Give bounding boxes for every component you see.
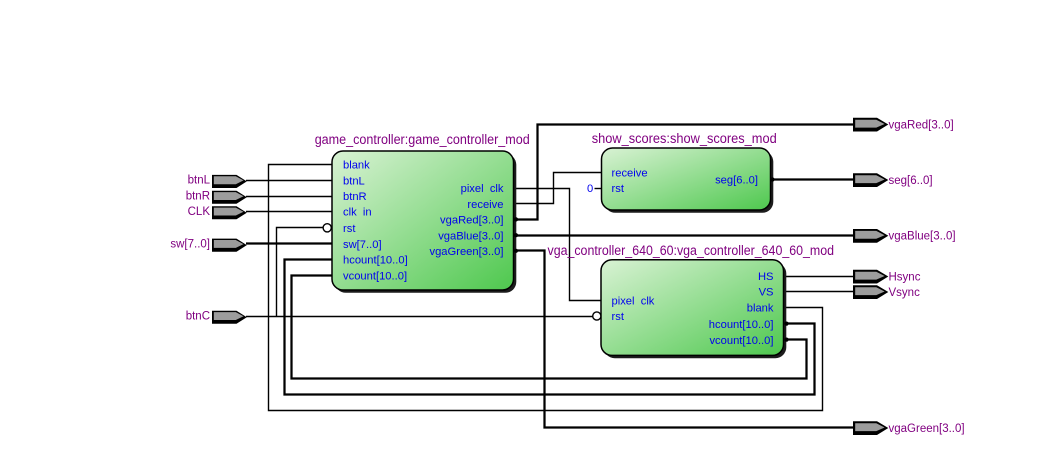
svg-text:btnL: btnL xyxy=(188,175,211,187)
svg-text:rst: rst xyxy=(343,223,356,235)
svg-text:vga_controller_640_60:vga_cont: vga_controller_640_60:vga_controller_640… xyxy=(548,243,835,258)
svg-text:btnR: btnR xyxy=(186,190,210,202)
svg-text:sw[7..0]: sw[7..0] xyxy=(343,239,382,251)
svg-text:clk in: clk in xyxy=(343,207,372,219)
svg-text:hcount[10..0]: hcount[10..0] xyxy=(343,255,408,267)
svg-text:0: 0 xyxy=(587,183,593,195)
svg-text:seg[6..0]: seg[6..0] xyxy=(889,175,933,187)
svg-text:vgaBlue[3..0]: vgaBlue[3..0] xyxy=(438,230,503,242)
svg-text:CLK: CLK xyxy=(188,206,211,218)
svg-text:btnL: btnL xyxy=(343,175,365,187)
svg-text:Hsync: Hsync xyxy=(889,271,921,283)
svg-text:sw[7..0]: sw[7..0] xyxy=(170,238,210,250)
svg-text:vgaGreen[3..0]: vgaGreen[3..0] xyxy=(429,246,503,258)
svg-text:blank: blank xyxy=(747,303,774,315)
svg-text:pixel clk: pixel clk xyxy=(461,183,504,195)
svg-text:vgaRed[3..0]: vgaRed[3..0] xyxy=(440,215,503,227)
svg-text:receive: receive xyxy=(612,168,648,180)
svg-text:game_controller:game_controlle: game_controller:game_controller_mod xyxy=(315,132,530,147)
svg-text:rst: rst xyxy=(612,183,625,195)
svg-text:blank: blank xyxy=(343,160,370,172)
svg-text:vgaRed[3..0]: vgaRed[3..0] xyxy=(889,119,954,131)
svg-text:HS: HS xyxy=(758,271,774,283)
svg-text:btnC: btnC xyxy=(186,310,210,322)
svg-text:pixel clk: pixel clk xyxy=(612,296,655,308)
svg-text:receive: receive xyxy=(467,199,503,211)
svg-text:vgaGreen[3..0]: vgaGreen[3..0] xyxy=(889,423,965,435)
svg-text:vcount[10..0]: vcount[10..0] xyxy=(709,335,773,347)
svg-text:btnR: btnR xyxy=(343,191,367,203)
svg-text:seg[6..0]: seg[6..0] xyxy=(715,175,758,187)
svg-text:vcount[10..0]: vcount[10..0] xyxy=(343,271,407,283)
svg-text:hcount[10..0]: hcount[10..0] xyxy=(709,319,774,331)
svg-text:show_scores:show_scores_mod: show_scores:show_scores_mod xyxy=(592,131,777,146)
svg-text:rst: rst xyxy=(612,311,625,323)
svg-text:Vsync: Vsync xyxy=(889,287,921,299)
svg-text:vgaBlue[3..0]: vgaBlue[3..0] xyxy=(889,231,956,243)
svg-text:VS: VS xyxy=(759,287,774,299)
